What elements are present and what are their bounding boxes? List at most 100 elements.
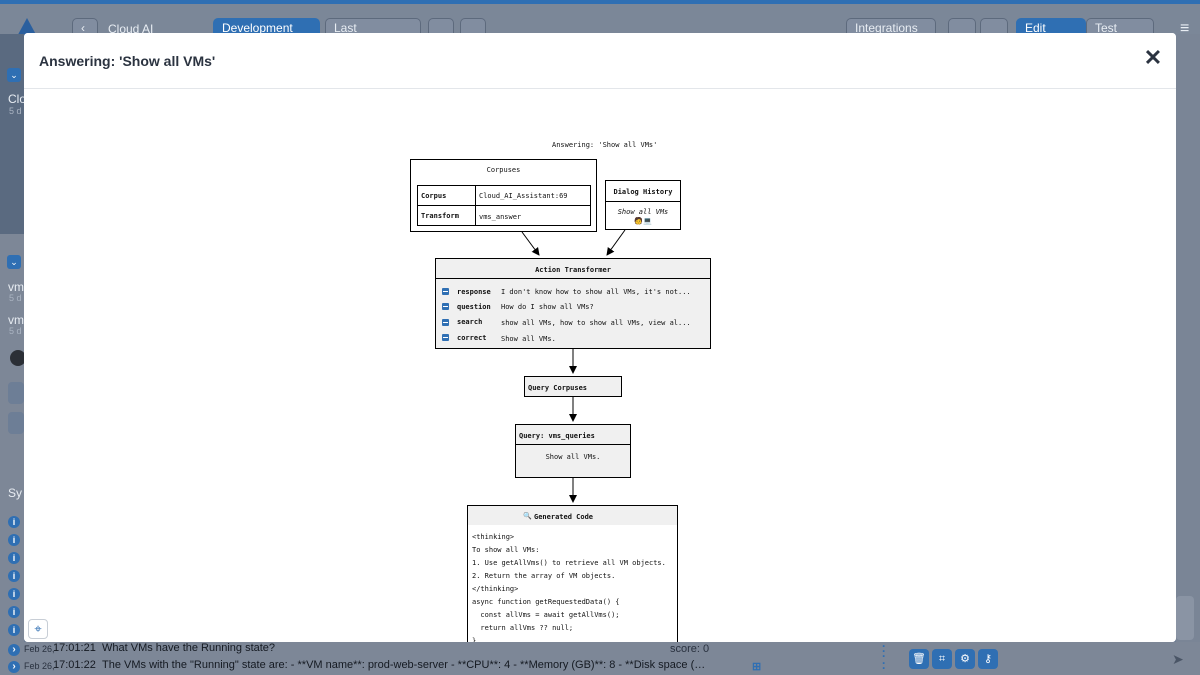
magnifier-icon: 🔍: [523, 512, 532, 520]
modal-title: Answering: 'Show all VMs': [39, 53, 216, 69]
info-icon[interactable]: i: [8, 516, 20, 528]
code-line: 1. Use getAllVms() to retrieve all VM ob…: [472, 559, 666, 567]
arrow-right-icon[interactable]: ›: [8, 644, 20, 656]
log-row[interactable]: › Feb 26, 17:01:21 What VMs have the Run…: [0, 642, 900, 658]
dialog-history-header: Dialog History: [613, 188, 673, 196]
query-corpuses-node[interactable]: Query Corpuses: [524, 376, 622, 397]
log-time: 17:01:21: [53, 642, 96, 654]
sidebar-item-title[interactable]: vm: [8, 280, 24, 294]
person-laptop-icon: 🧑💻: [634, 217, 652, 225]
close-icon[interactable]: ✕: [1143, 45, 1163, 70]
answer-modal: Answering: 'Show all VMs' ✕ Answering: '…: [24, 33, 1176, 642]
dialog-history-text: Show all VMs: [617, 208, 669, 216]
code-line: 2. Return the array of VM objects.: [472, 572, 616, 580]
tree-icon[interactable]: ⊞: [752, 661, 762, 673]
edge-corpuses-to-transformer: [521, 231, 540, 256]
sidebar-item-sub: 5 d: [9, 326, 22, 336]
trash-icon[interactable]: 🗑: [909, 649, 929, 669]
generated-code-header: Generated Code: [534, 513, 594, 521]
code-line: const allVms = await getAllVms();: [472, 611, 620, 619]
question-key: question: [457, 303, 491, 311]
sidebar-block[interactable]: [8, 382, 24, 404]
log-bar: [0, 642, 1200, 675]
github-icon[interactable]: [10, 350, 26, 366]
log-message: What VMs have the Running state?: [102, 642, 276, 654]
right-panel: [1176, 34, 1200, 675]
info-icon[interactable]: i: [8, 534, 20, 546]
code-line: <thinking>: [472, 533, 515, 541]
checkbox-icon[interactable]: [442, 288, 449, 295]
checkbox-icon[interactable]: [442, 303, 449, 310]
top-accent-strip: [0, 0, 1200, 4]
kebab-menu-icon[interactable]: ···: [882, 639, 886, 663]
correct-value: Show all VMs.: [501, 335, 556, 343]
info-icon[interactable]: i: [8, 570, 20, 582]
log-date: Feb 26,: [24, 661, 55, 671]
response-key: response: [457, 288, 491, 296]
search-key: search: [457, 318, 483, 326]
corpuses-node[interactable]: Corpuses Corpus Cloud_AI_Assistant:69 Tr…: [410, 159, 597, 232]
sidebar-item-title[interactable]: vm: [8, 313, 24, 327]
log-date: Feb 26,: [24, 644, 55, 654]
checkbox-icon[interactable]: [442, 334, 449, 341]
query-node[interactable]: Query: vms_queries Show all VMs.: [515, 424, 631, 478]
key-icon[interactable]: ⚷: [978, 649, 998, 669]
sidebar-block[interactable]: [8, 412, 24, 434]
query-node-text: Show all VMs.: [545, 453, 601, 461]
modal-header: Answering: 'Show all VMs' ✕: [24, 33, 1176, 89]
query-node-header: Query: vms_queries: [519, 432, 595, 440]
correct-key: correct: [457, 334, 487, 342]
transform-key: Transform: [421, 212, 459, 220]
sidebar-item-sub: 5 d: [9, 106, 22, 116]
corpus-key: Corpus: [421, 192, 447, 200]
code-line: </thinking>: [472, 585, 519, 593]
chevron-down-icon[interactable]: ⌄: [7, 68, 21, 82]
search-value: show all VMs, how to show all VMs, view …: [501, 319, 691, 327]
right-panel-box: [1176, 596, 1194, 640]
left-sidebar-top: [0, 34, 24, 234]
sidebar-item-sub: 5 d: [9, 293, 22, 303]
crosshair-icon[interactable]: ⌖: [28, 619, 48, 639]
generated-code-node[interactable]: 🔍 Generated Code <thinking> To show all …: [467, 505, 678, 642]
chevron-down-icon[interactable]: ⌄: [7, 255, 21, 269]
question-value: How do I show all VMs?: [501, 303, 594, 311]
node-divider: [606, 201, 680, 202]
node-divider: [516, 444, 630, 445]
diagram-title: Answering: 'Show all VMs': [552, 141, 658, 149]
response-value: I don't know how to show all VMs, it's n…: [501, 288, 691, 296]
code-line: }: [472, 637, 477, 642]
query-corpuses-label: Query Corpuses: [528, 384, 588, 392]
transform-value: vms_answer: [479, 213, 522, 221]
code-line: To show all VMs:: [472, 546, 540, 554]
log-row[interactable]: › Feb 26, 17:01:22 The VMs with the "Run…: [0, 659, 900, 675]
log-time: 17:01:22: [53, 659, 96, 671]
sidebar-item-title[interactable]: Clo: [8, 92, 27, 106]
dialog-history-node[interactable]: Dialog History Show all VMs 🧑💻: [605, 180, 681, 230]
checkbox-icon[interactable]: [442, 319, 449, 326]
diagram-canvas[interactable]: Answering: 'Show all VMs' Corpuses Corpu…: [24, 89, 1176, 642]
action-transformer-node[interactable]: Action Transformer response I don't know…: [435, 258, 711, 349]
node-divider: [436, 278, 710, 279]
score-label: score: 0: [670, 643, 710, 655]
scan-icon[interactable]: ⌗: [932, 649, 952, 669]
info-icon[interactable]: i: [8, 588, 20, 600]
code-header-bar: [468, 506, 677, 525]
code-line: async function getRequestedData() {: [472, 598, 620, 606]
info-icon[interactable]: i: [8, 606, 20, 618]
action-transformer-header: Action Transformer: [535, 266, 611, 274]
arrow-right-icon[interactable]: ›: [8, 661, 20, 673]
menu-icon[interactable]: ≡: [1180, 20, 1190, 37]
kebab-menu-icon[interactable]: ··: [882, 656, 886, 675]
section-label: Sy: [8, 486, 23, 500]
info-icon[interactable]: i: [8, 552, 20, 564]
table-divider: [418, 205, 590, 206]
info-icon[interactable]: i: [8, 624, 20, 636]
send-icon[interactable]: ➤: [1172, 651, 1184, 667]
corpuses-header: Corpuses: [486, 166, 521, 174]
log-message: The VMs with the "Running" state are: - …: [102, 659, 712, 671]
code-line: return allVms ?? null;: [472, 624, 574, 632]
settings-icon[interactable]: ⚙: [955, 649, 975, 669]
corpuses-table: Corpus Cloud_AI_Assistant:69 Transform v…: [417, 185, 591, 226]
edge-history-to-transformer: [606, 229, 626, 256]
corpus-value: Cloud_AI_Assistant:69: [479, 192, 568, 200]
